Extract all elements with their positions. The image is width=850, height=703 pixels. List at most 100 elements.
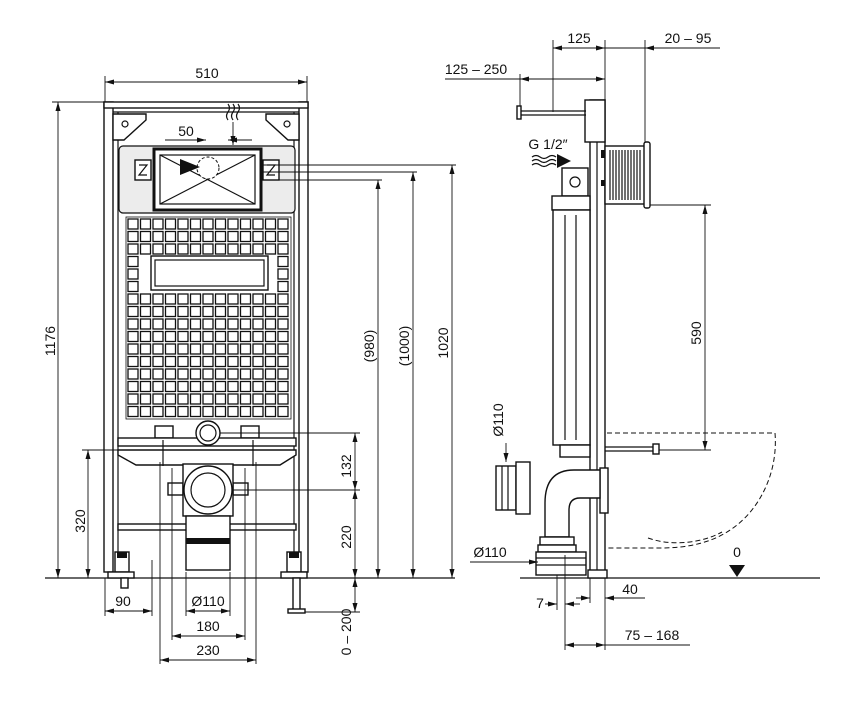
bowl-outline [607,432,776,549]
mesh-cell [239,380,252,393]
inlet-symbol-side: G 1/2″ [528,136,571,168]
dim-label: 75 – 168 [625,627,680,643]
mesh-cell [202,230,214,243]
mesh-cell [127,405,139,418]
mesh-cell [277,330,289,343]
mesh-cell [152,343,164,355]
mesh-cell [252,218,264,230]
mesh-cell [139,393,152,405]
mesh-cell [264,218,277,230]
cistern-shoulder [551,195,591,211]
mesh-cell [152,330,164,343]
stop-valve [516,105,586,120]
mesh-cell [164,368,177,380]
mesh-cell [164,405,177,418]
mesh-cell [164,293,177,305]
mesh-cell [127,293,139,305]
dim-height-1000: (1000) [396,172,416,578]
mesh-cell [152,405,164,418]
mesh-cell [139,368,152,380]
dim-label: 90 [115,593,131,609]
mesh-cell [152,218,164,230]
mesh-cell [239,368,252,380]
water-inlet-symbol [225,103,241,145]
right-clamp [240,425,260,439]
dim-label: 510 [195,65,219,81]
left-clip-mark [137,164,149,176]
mesh-cell [264,368,277,380]
mesh-cell [139,405,152,418]
mesh-cell [214,380,227,393]
elbow-base [535,551,587,576]
mesh-cell [127,393,139,405]
mesh-cell [264,243,277,255]
cistern-body [552,209,591,446]
dim-label: 132 [338,454,354,478]
dim-label: 20 – 95 [665,30,712,46]
dim-label: 590 [688,321,704,345]
flush-pipe-inner [199,424,217,442]
floor-level-label: 0 [733,544,741,560]
frame-mesh-panel [125,216,292,420]
mesh-cell [277,218,289,230]
dim-height-220: 220 [338,490,358,578]
mesh-cell [252,230,264,243]
mesh-cell [177,318,189,330]
left-gusset [112,113,147,141]
mesh-cell [127,368,139,380]
mesh-cell [277,355,289,368]
mesh-cell [189,318,202,330]
dim-label: Ø110 [490,403,506,436]
dim-label: 40 [622,581,638,597]
mesh-cell [227,393,239,405]
mesh-cell [139,243,152,255]
mesh-cell [252,330,264,343]
bowl-support-shelf [117,449,297,466]
dim-label: 125 [567,30,591,46]
mesh-cell [189,355,202,368]
mesh-cell [252,305,264,318]
mesh-cell [152,393,164,405]
dim-width-510: 510 [104,65,308,102]
mesh-cell [214,355,227,368]
mesh-cell [177,218,189,230]
cistern-base [559,444,591,458]
mesh-cell [264,380,277,393]
mesh-cell [227,305,239,318]
dim-label: Ø110 [191,593,224,609]
right-post [298,101,309,573]
mesh-cell [139,380,152,393]
dim-offset-40: 40 [576,578,645,650]
mesh-cell [239,393,252,405]
mesh-cell [264,230,277,243]
fitting-flange [643,141,651,209]
valve-knob [516,105,522,120]
mesh-cell [214,293,227,305]
mesh-cell [214,305,227,318]
mesh-cell [127,355,139,368]
mesh-cell [214,368,227,380]
mesh-cell [202,343,214,355]
frame-top-cap [584,99,606,143]
mesh-cell [139,218,152,230]
dim-label: 220 [338,525,354,549]
mesh-cell [239,330,252,343]
bowl-inner-outline [647,531,723,544]
dim-label: 230 [196,642,220,658]
left-base-plate [107,571,135,579]
mesh-cell [177,355,189,368]
mesh-cell [202,243,214,255]
mesh-cell [239,230,252,243]
mesh-cell [202,393,214,405]
mesh-cell [264,305,277,318]
mesh-cell [264,318,277,330]
mesh-cell [264,330,277,343]
dim-label: 0 – 200 [338,608,354,655]
mesh-cell [277,343,289,355]
dim-label: 1176 [42,326,58,356]
floor-plate-side [587,569,608,579]
mesh-cell [214,230,227,243]
mesh-cell [164,380,177,393]
mesh-cell [139,318,152,330]
mesh-cell [227,368,239,380]
